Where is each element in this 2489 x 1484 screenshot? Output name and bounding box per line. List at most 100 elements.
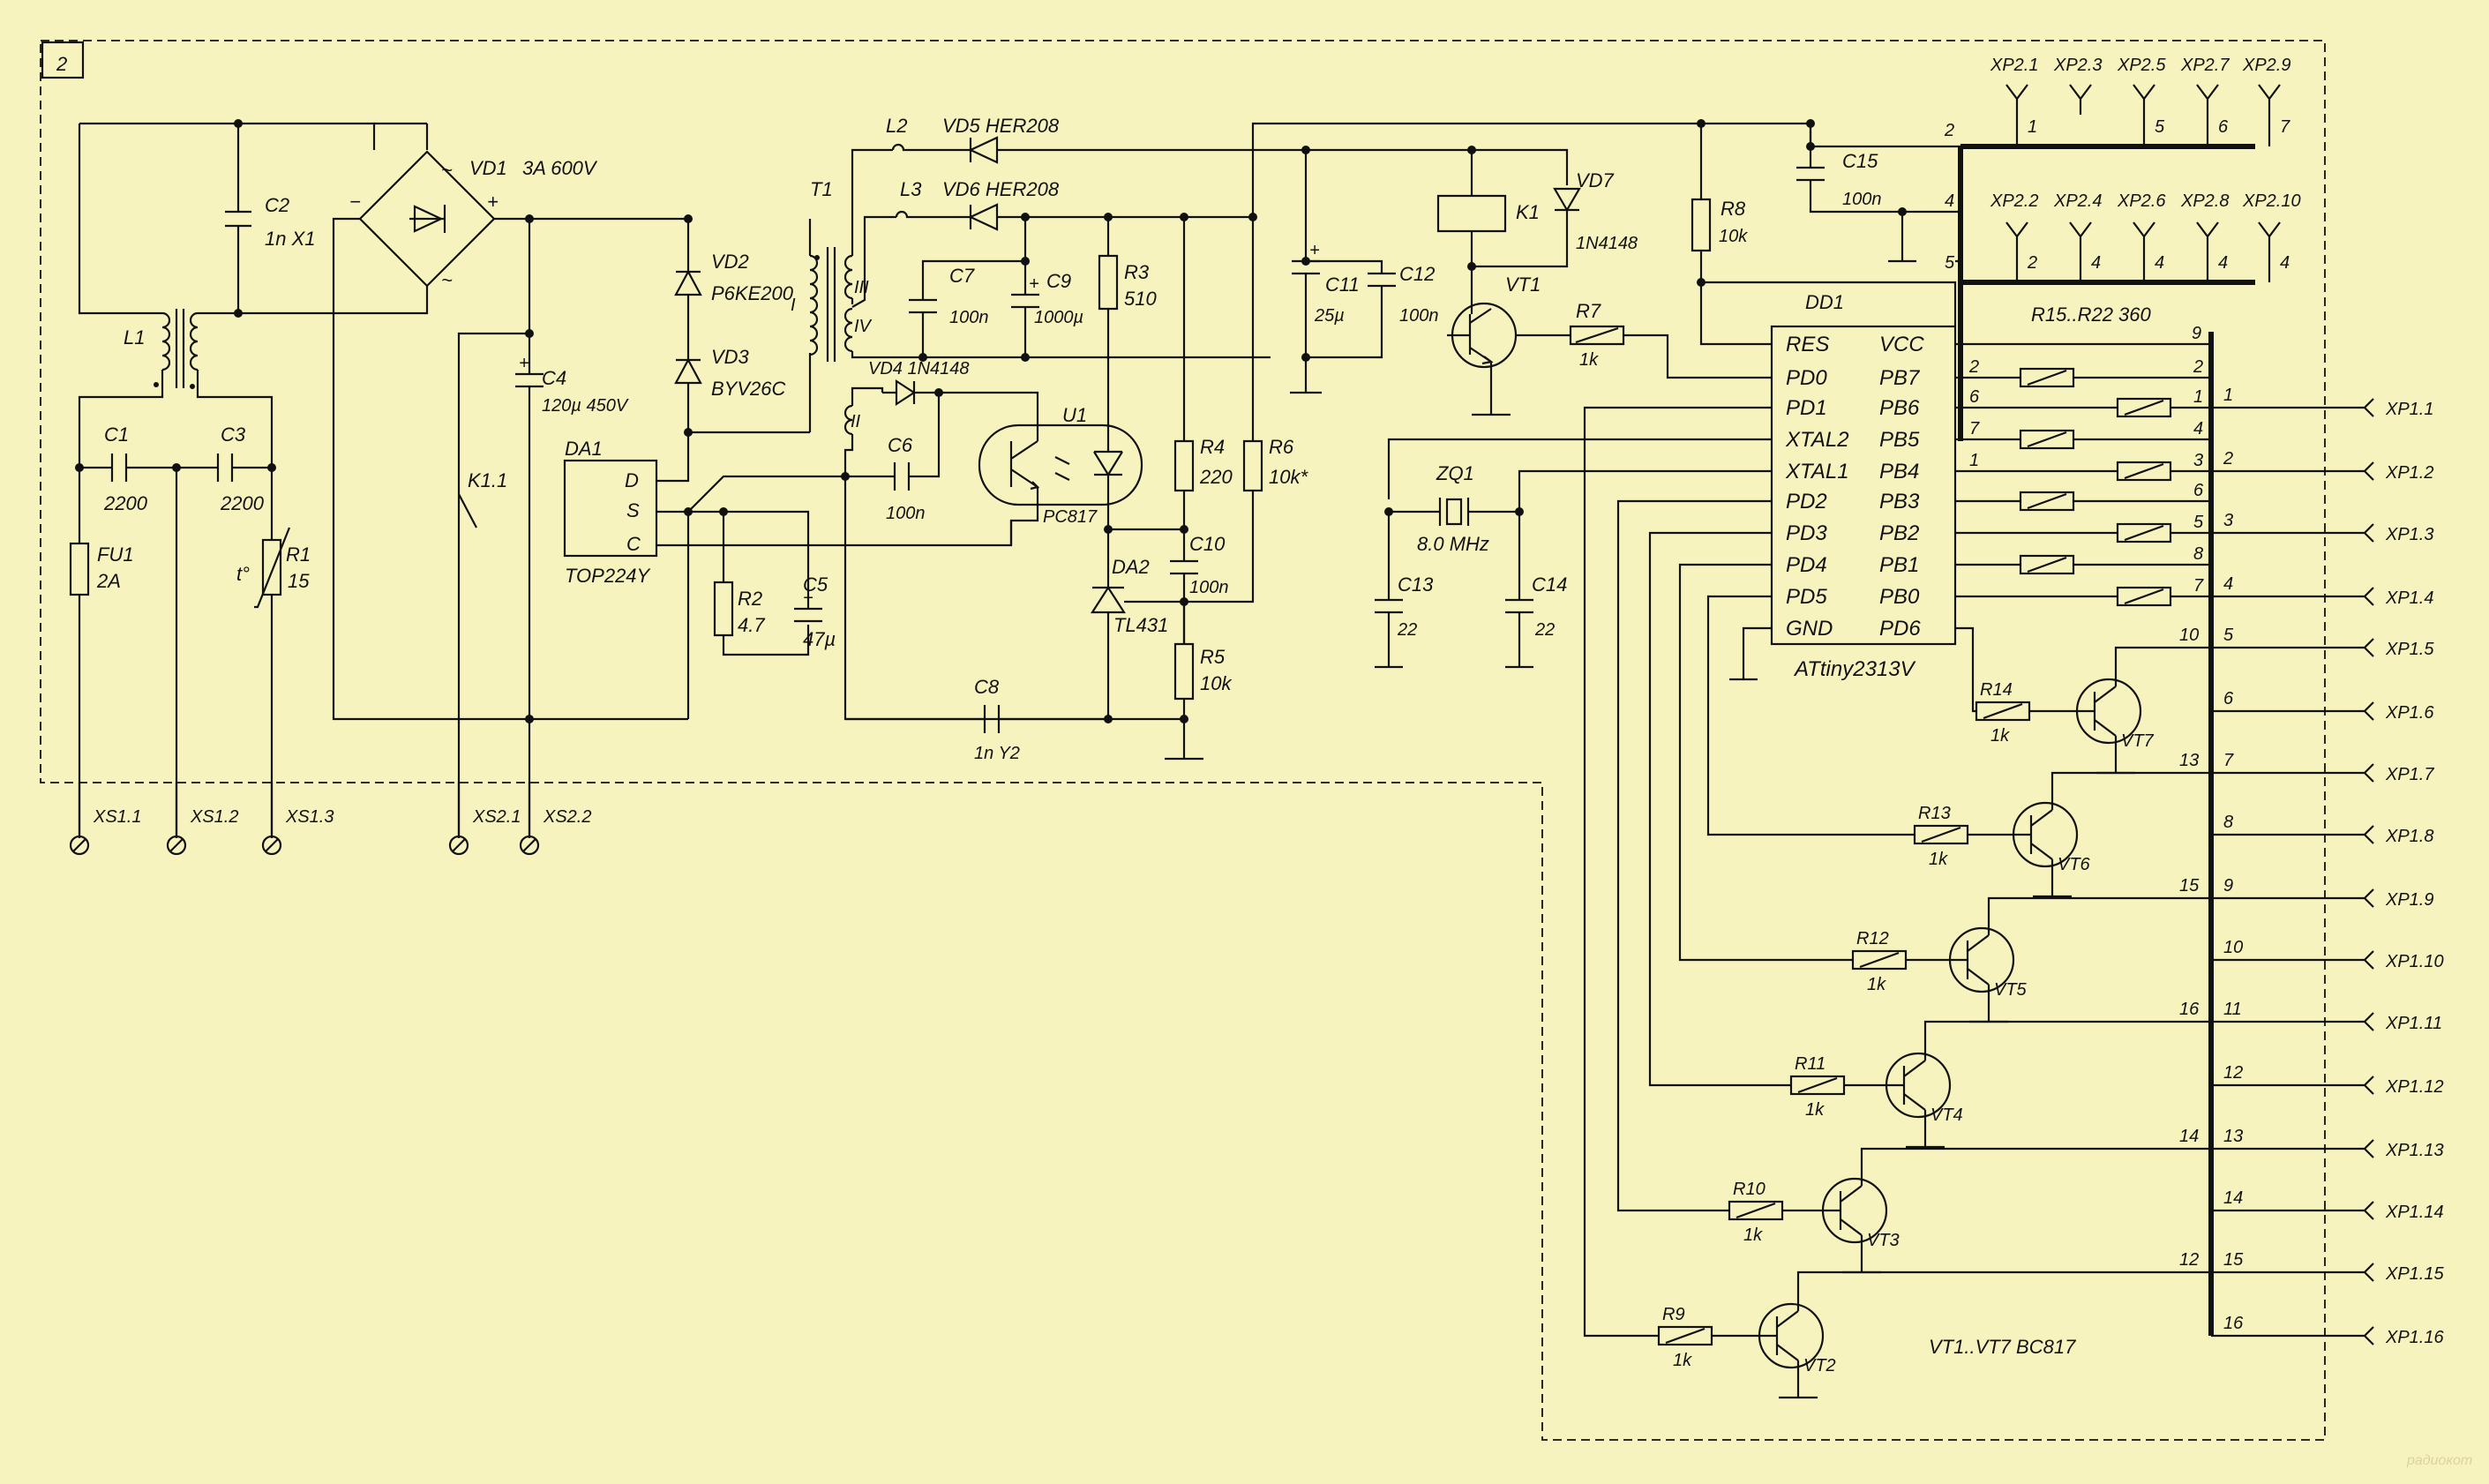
K1.1-label: K1.1 [468,469,507,491]
R5-label: R5 [1200,646,1226,668]
R4-value: 220 [1199,466,1233,488]
res-array-pin: 6 [2193,481,2204,500]
C4-label: C4 [542,367,566,389]
VT7-pd-wire [1955,626,1976,713]
dd1-pin-pb3: PB3 [1879,490,1920,513]
R14-resistor-slash [1983,702,2023,720]
dd1-pin-num: 7 [1969,419,1980,438]
xp1-label: XP1.15 [2385,1264,2444,1284]
xp2-top-label: XP2.9 [2242,56,2290,75]
bus-pin-num: 2 [2223,449,2233,468]
xs-label: XS1.1 [93,807,141,827]
VD5-label: VD5 HER208 [942,115,1060,137]
ZQ1-value: 8.0 MHz [1417,533,1489,555]
VT7-label: VT7 [2121,731,2155,751]
xp1-label: XP1.7 [2385,765,2434,784]
xp2-bot-pin [2005,221,2028,282]
bus-pin-num: 6 [2223,689,2234,708]
FU1-value: 2A [96,570,121,592]
xp2-bot-label: XP2.2 [1990,191,2038,211]
xp2-bot-label: XP2.8 [2180,191,2229,211]
VT6-pd-wire [1706,595,1915,836]
board-outline [40,40,2326,1441]
xp2-bot-num: 4 [2155,253,2164,273]
res-array-resistor-slash [2124,524,2164,542]
xp1-label: XP1.1 [2385,400,2433,419]
svg-text:I: I [791,296,796,315]
C2-label: C2 [265,194,289,216]
dd1-pin-xtal2: XTAL2 [1785,428,1849,452]
bus-pin-num: 14 [2223,1188,2243,1208]
xp2-bot-pin [2258,221,2281,282]
R7-label: R7 [1576,300,1601,322]
xp1-pin [2211,701,2374,721]
watermark: радиокот [2406,1453,2472,1468]
xp2-bot-pin [2196,221,2219,282]
dd1-pin-pb6: PB6 [1879,396,1920,420]
dd1-pin-pd3: PD3 [1786,521,1827,545]
C3-value: 2200 [220,492,265,514]
xp2-top-label: XP2.5 [2117,56,2166,75]
VT5-label: VT5 [1994,980,2028,1000]
C10-label: C10 [1189,533,1226,555]
R1-value: 15 [288,570,310,592]
xp1-pin [2211,763,2374,783]
C10-value: 100n [1189,578,1229,597]
xp1-pin [2211,1263,2374,1282]
VD1-value: 3A 600V [522,157,598,179]
R7-value: 1k [1579,350,1599,370]
svg-text:2: 2 [1944,121,1954,140]
svg-text:~: ~ [441,269,453,291]
dd1-pin-pd6: PD6 [1879,617,1921,641]
C6-label: C6 [888,434,913,456]
primary-section: + C4 120µ 450V K1.1 VD2 P6KE200 VD3 BYV2… [457,214,1013,838]
xp1-label: XP1.12 [2385,1077,2444,1097]
xp2-top-pin [2133,84,2155,146]
xp1-label: XP1.6 [2385,703,2434,723]
svg-text:−: − [349,191,361,213]
C8-label: C8 [974,676,1000,698]
bridge-rectifier: ~ ~ − + VD1 3A 600V [238,122,688,721]
C9-value: 1000µ [1034,308,1083,327]
res-array-resistor-slash [2027,556,2067,573]
C12-value: 100n [1399,306,1439,326]
xs-slash [265,838,279,852]
board-tag-box [41,41,85,79]
VD7-value: 1N4148 [1576,234,1638,253]
xp1-pin [2211,398,2374,417]
VT5-leads [1966,896,2211,1023]
R6-value: 10k* [1269,466,1308,488]
R10-value: 1k [1743,1225,1763,1245]
R9-resistor-slash [1665,1327,1706,1345]
xp2-top-label: XP2.1 [1990,56,2038,75]
xp2-bot-num: 2 [2027,253,2037,273]
C13-value: 22 [1397,620,1417,640]
VT5-col-num: 15 [2179,876,2200,896]
xs-slash [522,838,536,852]
dd1-pin-pb2: PB2 [1879,521,1919,545]
ZQ1-label: ZQ1 [1436,462,1474,484]
xp2-top-num: 5 [2155,117,2165,137]
dd1-pin-pd5: PD5 [1786,585,1827,609]
svg-text:C: C [626,533,641,555]
res-array-pin: 7 [2193,576,2204,596]
board-tag: 2 [56,53,67,75]
bus-pin-num: 9 [2223,876,2233,896]
xp1-pin [2211,1201,2374,1220]
dd1-pin-pd2: PD2 [1786,490,1827,513]
xs-label: XS2.1 [472,807,521,827]
xp2-top-pin [2258,84,2281,146]
dd1-pin-pb4: PB4 [1879,460,1919,483]
svg-text:IV: IV [854,317,873,336]
VD2-label: VD2 [711,251,749,273]
xp1-label: XP1.3 [2385,525,2433,544]
C6-value: 100n [886,504,926,523]
xp2-bot-pin [2133,221,2155,282]
VD6-label: VD6 HER208 [942,178,1060,200]
VT4-col-num: 16 [2179,1000,2200,1019]
R11-label: R11 [1795,1054,1826,1074]
svg-text:+: + [1309,241,1320,260]
